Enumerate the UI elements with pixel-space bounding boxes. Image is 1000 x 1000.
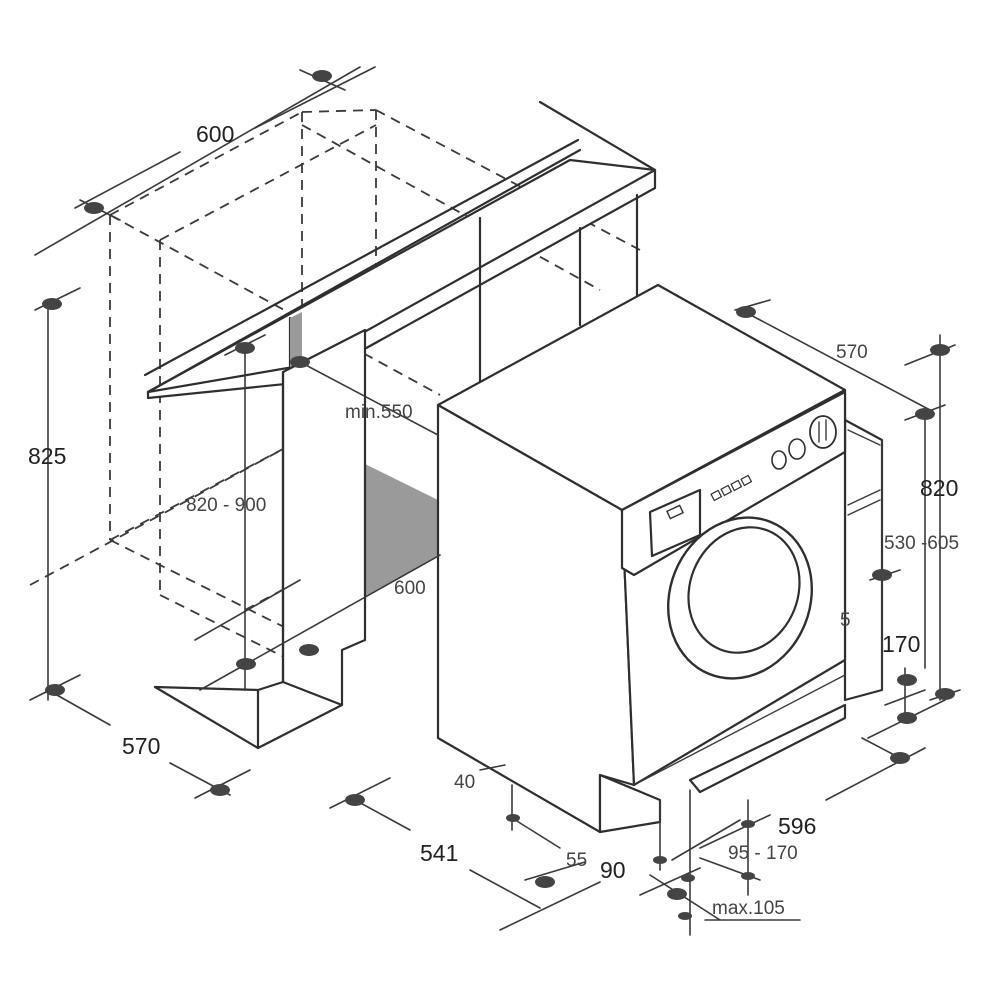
label-plinth-recess: max.105 [712,898,785,919]
label-niche-width: 600 [196,121,234,147]
label-floor-depth: 541 [420,840,458,866]
dimension-dots [42,70,955,920]
label-foot-spacing: 55 [566,850,587,871]
label-machine-height: 820 [920,475,958,501]
label-machine-width: 596 [778,813,816,839]
label-hidden-digit: 5 [840,610,851,631]
label-min-depth: min.550 [345,402,413,423]
label-niche-height: 825 [28,443,66,469]
niche-front-panel [153,328,367,750]
label-door-height-range: 530 -605 [884,533,959,554]
control-knobs [771,415,837,470]
label-plinth-range: 95 - 170 [728,843,798,864]
label-machine-depth: 570 [836,342,868,363]
label-height-range: 820 - 900 [186,495,266,516]
washing-machine [436,283,884,834]
dimension-labels: 600 825 570 min.550 820 - 900 600 541 57… [28,121,959,919]
label-plinth-height: 170 [882,631,920,657]
label-foot-offset: 40 [454,772,475,793]
control-buttons [710,474,753,502]
label-plinth-offset: 90 [600,857,626,883]
porthole-door [666,516,814,680]
label-inner-width: 600 [394,578,426,599]
label-niche-depth: 570 [122,733,160,759]
